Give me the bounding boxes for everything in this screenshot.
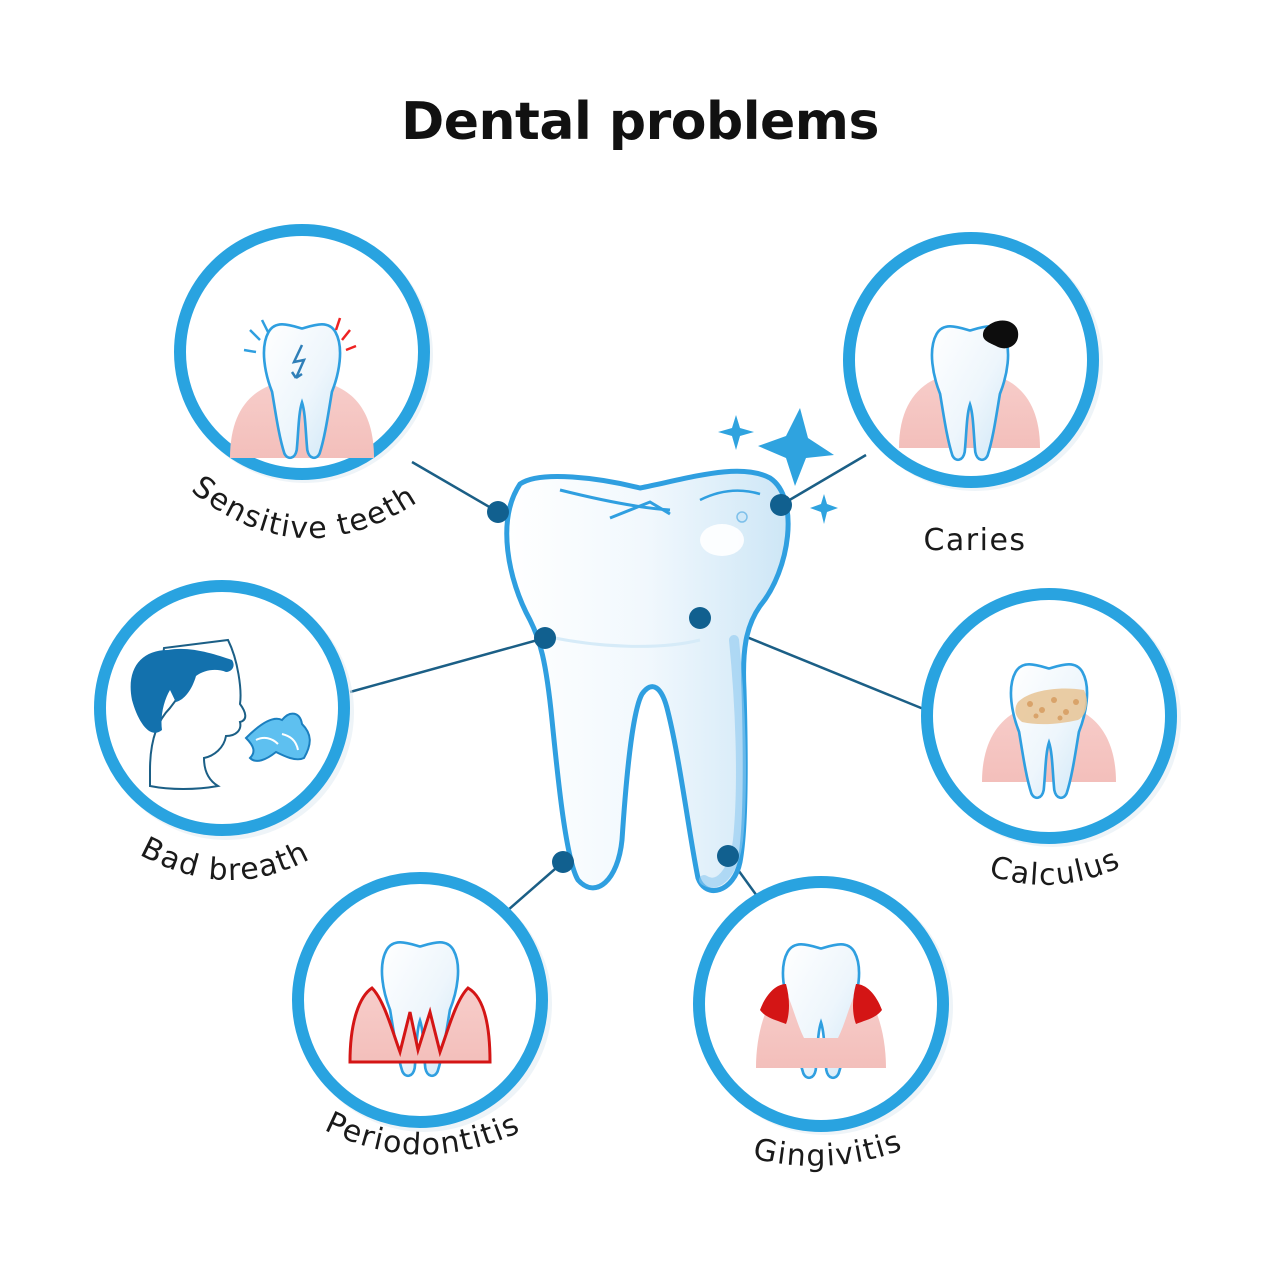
connector-caries [780,453,867,507]
connector-bad-breath [349,636,546,694]
star-small-icon [810,494,838,524]
problem-gingivitis [693,876,953,1135]
node-calculus [689,607,711,629]
label-caries: Caries [923,523,1026,558]
problem-bad-breath [94,580,354,840]
label-calculus: Calculus [986,841,1126,893]
sparkle-stars [718,408,838,524]
node-sensitive-teeth [487,501,509,523]
sensitive-tooth-icon [230,317,374,460]
node-gingivitis [717,845,739,867]
receding-gum-tooth-icon [348,940,492,1078]
connector-sensitive-teeth [411,460,499,514]
problem-calculus [921,588,1181,847]
node-bad-breath [534,627,556,649]
page-title: Dental problems [401,92,879,152]
problem-caries [843,232,1103,491]
decayed-tooth-icon [899,320,1040,462]
problem-periodontitis [292,872,552,1132]
problem-sensitive-teeth [174,224,433,483]
star-large-icon [758,408,834,486]
node-periodontitis [552,851,574,873]
node-caries [770,494,792,516]
connection-nodes [487,494,792,873]
central-tooth-icon [504,468,791,893]
inflamed-gum-tooth-icon [756,942,886,1080]
tartar-tooth-icon [982,662,1116,800]
star-small-icon [718,415,754,450]
breath-head-icon [130,638,311,790]
connector-periodontitis [507,861,564,911]
